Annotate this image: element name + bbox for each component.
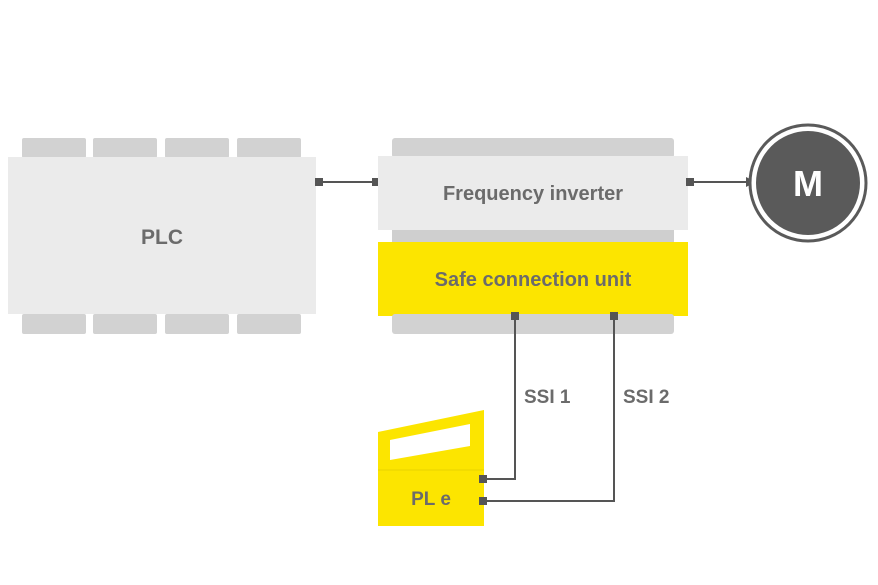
pl-device-body [378,470,484,526]
plc-body [8,157,316,314]
ssi1-top-port [511,312,519,320]
pl-ssi2-port [479,497,487,505]
plc-top-slot-1 [22,138,86,158]
pl-device: PL e [378,410,487,526]
plc-top-slot-3 [165,138,229,158]
plc-top-slot-4 [237,138,301,158]
plc-top-slot-2 [93,138,157,158]
motor: M [748,123,868,243]
safe-connection-unit-label: Safe connection unit [435,269,632,291]
ssi1-label: SSI 1 [524,387,571,408]
motor-label: M [793,163,823,204]
inverter-top-strip [392,138,674,158]
inverter-left-port [372,178,380,186]
plc-label: PLC [141,226,183,249]
plc-inverter-link [315,178,380,186]
inverter-motor-link [686,177,756,187]
safe-unit-bottom-strip [392,314,674,334]
plc-module: PLC [8,138,316,334]
ssi-connections: SSI 1 SSI 2 [485,312,669,502]
plc-bottom-slot-3 [165,314,229,334]
motor-body [756,131,860,235]
ssi2-top-port [610,312,618,320]
plc-port [315,178,323,186]
frequency-inverter-label: Frequency inverter [443,183,623,205]
ssi2-line [485,320,615,502]
plc-bottom-slot-1 [22,314,86,334]
plc-bottom-slot-4 [237,314,301,334]
ssi2-label: SSI 2 [623,387,669,408]
inverter-right-port [686,178,694,186]
frequency-inverter-body [378,156,688,230]
ssi1-line [485,320,516,480]
plc-bottom-slot-2 [93,314,157,334]
pl-ssi1-port [479,475,487,483]
pl-device-label: PL e [411,489,451,510]
inverter-bottom-strip [392,230,674,242]
inverter-stack: Frequency inverter Safe connection unit [378,138,688,334]
pl-device-display [390,424,470,460]
safe-connection-unit-body [378,242,688,316]
